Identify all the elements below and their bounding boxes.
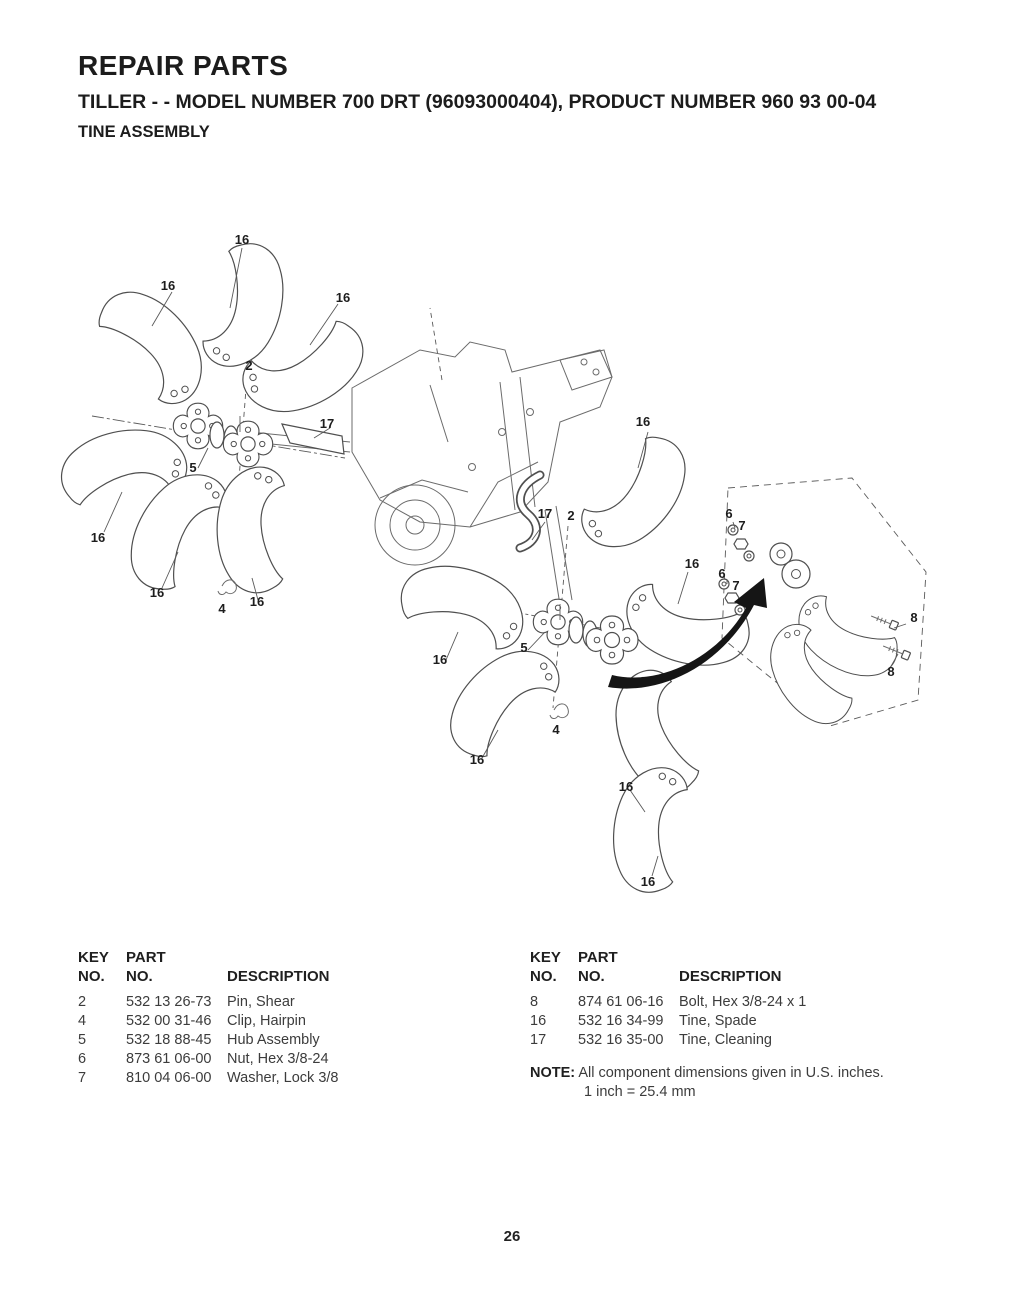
section-title: TINE ASSEMBLY [78, 123, 210, 141]
part-callout: 16 [636, 414, 650, 429]
part-row: 8 874 61 06-16 Bolt, Hex 3/8-24 x 1 [530, 993, 889, 1012]
header-part-line1: PART [578, 949, 618, 966]
leader-lines [103, 247, 907, 877]
table-header-row: KEY NO. PART NO. DESCRIPTION [530, 948, 889, 993]
part-no: 532 16 35-00 [578, 1032, 664, 1048]
part-callout: 4 [552, 722, 560, 737]
part-callout: 7 [732, 578, 739, 593]
part-callout: 6 [725, 506, 732, 521]
part-no: 873 61 06-00 [126, 1051, 212, 1067]
part-callout: 2 [567, 508, 574, 523]
header-description: DESCRIPTION [227, 968, 330, 985]
header-key-line1: KEY [78, 949, 109, 966]
right-tine-cluster [396, 420, 753, 896]
part-callout: 16 [433, 652, 447, 667]
page-number: 26 [503, 1228, 521, 1245]
cleaning-tine-left [281, 423, 345, 455]
parts-table-right: KEY NO. PART NO. DESCRIPTION 8 874 61 06… [530, 948, 889, 1050]
part-description: Nut, Hex 3/8-24 [227, 1051, 329, 1067]
part-description: Hub Assembly [227, 1032, 320, 1048]
part-callout: 5 [520, 640, 527, 655]
part-no: 874 61 06-16 [578, 994, 664, 1010]
note-line2: 1 inch = 25.4 mm [584, 1084, 696, 1100]
part-row: 17 532 16 35-00 Tine, Cleaning [530, 1031, 889, 1050]
part-callout: 4 [218, 601, 226, 616]
key-no: 7 [78, 1070, 87, 1086]
part-no: 810 04 06-00 [126, 1070, 212, 1086]
part-description: Washer, Lock 3/8 [227, 1070, 339, 1086]
header-description: DESCRIPTION [679, 968, 782, 985]
part-callout: 2 [245, 358, 252, 373]
part-row: 7 810 04 06-00 Washer, Lock 3/8 [78, 1069, 437, 1088]
part-row: 5 532 18 88-45 Hub Assembly [78, 1031, 437, 1050]
part-callout: 8 [887, 664, 894, 679]
part-callout: 7 [738, 518, 745, 533]
part-callout: 16 [91, 530, 105, 545]
key-no: 16 [530, 1013, 547, 1029]
part-callout: 16 [619, 779, 633, 794]
part-row: 2 532 13 26-73 Pin, Shear [78, 993, 437, 1012]
key-no: 6 [78, 1051, 87, 1067]
part-callout: 16 [336, 290, 350, 305]
header-part-line2: NO. [578, 968, 605, 985]
key-no: 4 [78, 1013, 87, 1029]
key-no: 17 [530, 1032, 547, 1048]
detail-arrow [608, 578, 767, 689]
part-callout: 16 [150, 585, 164, 600]
part-no: 532 13 26-73 [126, 994, 212, 1010]
part-callout: 17 [538, 506, 552, 521]
parts-table-left: KEY NO. PART NO. DESCRIPTION 2 532 13 26… [78, 948, 437, 1088]
part-row: 4 532 00 31-46 Clip, Hairpin [78, 1012, 437, 1031]
page-title: REPAIR PARTS [78, 50, 289, 81]
note-label: NOTE: [530, 1065, 576, 1081]
left-tine-cluster [50, 240, 379, 603]
key-no: 8 [530, 994, 539, 1010]
header-key-line2: NO. [530, 968, 557, 985]
part-description: Pin, Shear [227, 994, 295, 1010]
dimension-note: NOTE: All component dimensions given in … [530, 1064, 960, 1102]
right-column: KEY NO. PART NO. DESCRIPTION 8 874 61 06… [530, 948, 960, 1102]
key-no: 5 [78, 1032, 87, 1048]
header-part-line1: PART [126, 949, 166, 966]
table-header-row: KEY NO. PART NO. DESCRIPTION [78, 948, 437, 993]
key-no: 2 [78, 994, 87, 1010]
model-line: TILLER - - MODEL NUMBER 700 DRT (9609300… [78, 91, 877, 113]
part-no: 532 16 34-99 [578, 1013, 664, 1029]
part-callout: 16 [235, 232, 249, 247]
part-callout: 5 [189, 460, 196, 475]
header-key-line2: NO. [78, 968, 105, 985]
link-plate [769, 542, 811, 589]
part-description: Tine, Spade [679, 1013, 757, 1029]
part-callout: 16 [161, 278, 175, 293]
transmission-housing [249, 307, 613, 606]
page-header: REPAIR PARTS TILLER - - MODEL NUMBER 700… [78, 50, 964, 142]
part-callout: 6 [718, 566, 725, 581]
cleaning-tine-right [515, 470, 545, 553]
part-no: 532 00 31-46 [126, 1013, 212, 1029]
part-row: 16 532 16 34-99 Tine, Spade [530, 1012, 889, 1031]
part-no: 532 18 88-45 [126, 1032, 212, 1048]
part-description: Clip, Hairpin [227, 1013, 306, 1029]
part-description: Tine, Cleaning [679, 1032, 772, 1048]
part-callout: 16 [641, 874, 655, 889]
header-key-line1: KEY [530, 949, 561, 966]
part-callout: 8 [910, 610, 917, 625]
part-callout: 16 [250, 594, 264, 609]
part-description: Bolt, Hex 3/8-24 x 1 [679, 994, 807, 1010]
part-callout: 16 [470, 752, 484, 767]
header-part-line2: NO. [126, 968, 153, 985]
part-callout: 16 [685, 556, 699, 571]
part-row: 6 873 61 06-00 Nut, Hex 3/8-24 [78, 1050, 437, 1069]
note-line1: All component dimensions given in U.S. i… [578, 1065, 884, 1081]
part-callout: 17 [320, 416, 334, 431]
detail-inset [718, 477, 927, 738]
